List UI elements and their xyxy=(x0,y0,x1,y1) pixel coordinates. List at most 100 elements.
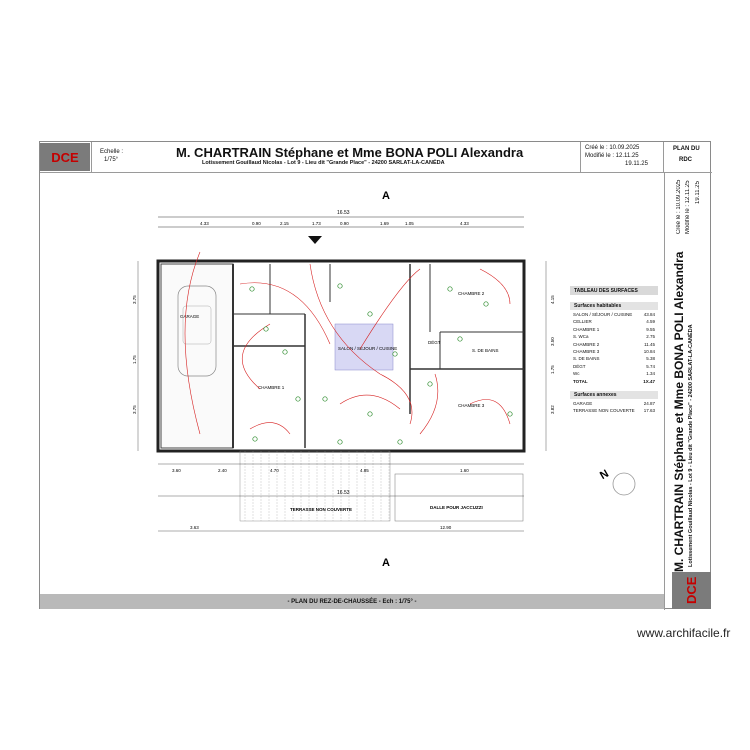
socket-icon xyxy=(367,311,373,317)
habitable-room: SALON / SÉJOUR / CUISINE xyxy=(573,312,633,317)
habitable-room: CHAMBRE 2 xyxy=(573,341,600,347)
habitable-row: SALON / SÉJOUR / CUISINE 43.84 xyxy=(573,312,655,319)
jacuzzi-slab xyxy=(394,473,524,522)
habitable-room: TOTAL xyxy=(573,378,588,384)
socket-icon xyxy=(295,396,301,402)
dalle-label: DALLE POUR JACCUZZI xyxy=(430,505,483,510)
habitable-area: 2.75 xyxy=(646,334,655,340)
dim-top: 2.15 xyxy=(280,221,289,226)
dim-right: 3.82 xyxy=(550,405,555,414)
socket-icon xyxy=(252,436,258,442)
terrace-deck xyxy=(239,450,391,522)
annex-room: GARAGE xyxy=(573,400,593,406)
habitable-area: 4.59 xyxy=(646,319,655,325)
dim-bottom: 1.60 xyxy=(460,468,469,473)
dim-bottom: 4.85 xyxy=(360,468,369,473)
degt-label: DÉGT xyxy=(428,339,441,345)
dim-bottom: 3.60 xyxy=(172,468,181,473)
header-divider-v2 xyxy=(580,142,581,172)
dce-badge: DCE xyxy=(40,143,90,171)
dim-bottom: 2.40 xyxy=(218,468,227,473)
socket-icon xyxy=(427,381,433,387)
habitable-area: 11.45 xyxy=(644,341,655,347)
terrasse-label: TERRASSE NON COUVERTE xyxy=(290,507,352,512)
modified-date: Modifié le : 12.11.25 xyxy=(585,153,639,159)
dim-top: 4.33 xyxy=(460,221,469,226)
side-modified-2: 19.11.25 xyxy=(695,181,701,204)
dim-total-top: 16.53 xyxy=(337,210,350,216)
modified-date-2: 19.11.25 xyxy=(625,161,648,167)
socket-symbols xyxy=(249,283,513,445)
plan-label-1: PLAN DU xyxy=(673,146,700,152)
habitable-row: CELLIER 4.59 xyxy=(573,319,655,326)
side-divider xyxy=(664,172,665,610)
dims-bottom-2: 3.63 12.90 xyxy=(190,525,452,530)
habitable-area: 43.84 xyxy=(643,312,655,317)
header-divider xyxy=(40,172,712,173)
dim-bottom-2: 3.63 xyxy=(190,525,199,530)
annex-area: 17.63 xyxy=(643,408,655,414)
dim-bottom: 4.70 xyxy=(270,468,279,473)
habitable-room: S. DE BAINS xyxy=(573,356,600,362)
garage-room xyxy=(160,263,234,449)
dim-right: 4.15 xyxy=(550,295,555,304)
dim-left: 1.75 xyxy=(132,355,137,364)
scale-value: 1/75° xyxy=(104,157,119,163)
dim-top: 0.90 xyxy=(340,221,349,226)
side-title: M. CHARTRAIN Stéphane et Mme BONA POLI A… xyxy=(672,251,686,572)
chambre1-label: CHAMBRE 1 xyxy=(258,385,285,390)
socket-icon xyxy=(322,396,328,402)
socket-icon xyxy=(337,283,343,289)
surfaces-title: TABLEAU DES SURFACES xyxy=(570,286,658,295)
habitable-room: CELLIER xyxy=(573,319,592,325)
habitable-area: 1X.47 xyxy=(643,378,655,384)
north-label: N xyxy=(598,468,611,482)
header-divider-v1 xyxy=(91,142,92,172)
side-address: Lotissement Gouillaud Nicolas - Lot 9 - … xyxy=(688,324,694,567)
salon-label: SALON / SÉJOUR / CUISINE xyxy=(338,345,397,351)
socket-icon xyxy=(483,301,489,307)
socket-icon xyxy=(457,336,463,342)
section-marker-top: A xyxy=(382,190,390,202)
scale-label: Echelle : xyxy=(100,149,124,155)
created-date: Créé le : 10.09.2025 xyxy=(585,145,640,151)
socket-icon xyxy=(507,411,513,417)
habitable-room: S. WCa xyxy=(573,334,589,340)
dim-top: 1.69 xyxy=(380,221,389,226)
plan-title-bar: - PLAN DU REZ-DE-CHAUSSÉE - Ech : 1/75° … xyxy=(40,594,664,609)
dim-top: 1.05 xyxy=(405,221,414,226)
socket-icon xyxy=(447,286,453,292)
sdb-label: S. DE BAINS xyxy=(472,348,499,353)
habitable-area: 5.38 xyxy=(646,356,655,362)
header-divider-v3 xyxy=(663,142,664,172)
watermark: www.archifacile.fr xyxy=(637,626,731,640)
side-created: Créé le : 10.09.2025 xyxy=(676,179,682,234)
chambre2-label: CHAMBRE 2 xyxy=(458,291,485,296)
project-address: Lotissement Gouillaud Nicolas - Lot 9 - … xyxy=(202,160,445,166)
entry-arrow-icon xyxy=(308,236,322,244)
habitable-title: Surfaces habitables xyxy=(570,302,658,310)
dims-left: 3.751.753.75 xyxy=(132,295,137,414)
habitable-area: 9.55 xyxy=(646,326,655,332)
annex-area: 24.87 xyxy=(643,400,655,406)
dim-bottom-2: 12.90 xyxy=(440,525,452,530)
north-arrow-icon xyxy=(612,472,636,496)
dims-right: 4.153.501.753.82 xyxy=(550,295,555,414)
annex-room: TERRASSE NON COUVERTE xyxy=(573,408,635,414)
habitable-room: CHAMBRE 3 xyxy=(573,348,600,354)
habitable-row: S. WCa 2.75 xyxy=(573,334,655,341)
dim-top: 4.33 xyxy=(200,221,209,226)
dim-right: 1.75 xyxy=(550,365,555,374)
surfaces-table: TABLEAU DES SURFACES Surfaces habitables… xyxy=(570,286,658,416)
chambre3-label: CHAMBRE 3 xyxy=(458,403,485,408)
habitable-room: Wc xyxy=(573,371,580,377)
habitable-row: CHAMBRE 2 11.45 xyxy=(573,342,655,349)
dim-left: 3.75 xyxy=(132,295,137,304)
habitable-row: TOTAL 1X.47 xyxy=(573,379,655,386)
section-marker-bottom: A xyxy=(382,557,390,569)
dim-top: 0.90 xyxy=(252,221,261,226)
